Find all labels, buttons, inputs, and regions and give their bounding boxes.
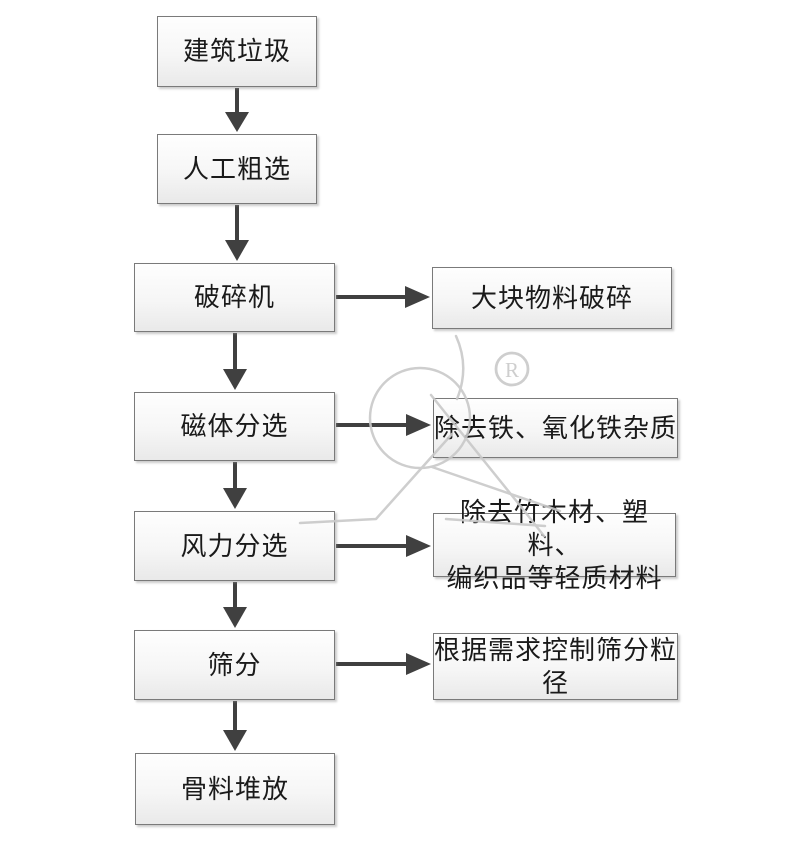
flow-node-construction-waste: 建筑垃圾 xyxy=(157,16,317,87)
arrow-head xyxy=(225,112,249,132)
arrow-head xyxy=(223,369,247,390)
flow-node-aggregate-stacking: 骨料堆放 xyxy=(135,753,335,825)
flow-note-large-material-crushing: 大块物料破碎 xyxy=(432,267,672,329)
arrow-head xyxy=(406,414,431,436)
flow-note-remove-iron: 除去铁、氧化铁杂质 xyxy=(433,398,678,458)
flow-note-remove-light-materials: 除去竹木材、塑料、 编织品等轻质材料 xyxy=(433,498,676,593)
flow-node-screening: 筛分 xyxy=(134,630,335,700)
arrow-head xyxy=(223,730,247,751)
arrow-head xyxy=(223,607,247,628)
flow-note-control-particle-size: 根据需求控制筛分粒 径 xyxy=(433,633,678,700)
flow-node-magnetic-separation: 磁体分选 xyxy=(134,392,335,461)
flow-node-manual-sorting: 人工粗选 xyxy=(157,134,317,204)
arrow-head xyxy=(223,488,247,509)
arrow-head xyxy=(225,240,249,261)
flow-node-crusher: 破碎机 xyxy=(134,263,335,332)
arrow-lines xyxy=(233,88,407,731)
flow-node-air-separation: 风力分选 xyxy=(134,511,335,581)
arrow-head xyxy=(406,653,431,675)
arrow-head xyxy=(405,286,430,308)
arrow-head xyxy=(406,535,431,557)
